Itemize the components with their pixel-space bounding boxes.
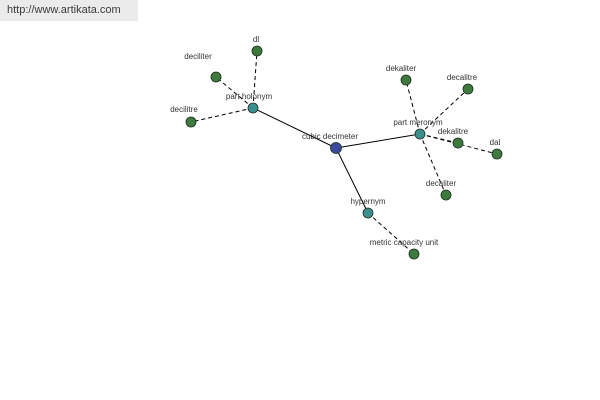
node-holonym[interactable]: part holonym	[226, 92, 273, 114]
node-metric-dot[interactable]	[408, 248, 420, 260]
source-url: http://www.artikata.com	[7, 4, 121, 16]
node-decilitre-label: decilitre	[170, 105, 198, 114]
graph-nodes: cubic decimeter part holonym part meronym h…	[170, 35, 503, 260]
node-decaliter[interactable]: decaliter	[426, 179, 457, 201]
node-center-label: cubic decimeter	[302, 132, 358, 141]
node-dekalitre-dot[interactable]	[452, 137, 464, 149]
node-holonym-dot[interactable]	[247, 102, 259, 114]
node-dal[interactable]: dal	[490, 138, 503, 160]
node-decalitre-dot[interactable]	[462, 83, 474, 95]
node-meronym[interactable]: part meronym	[393, 118, 443, 140]
edge-meronym-dekaliter	[405, 79, 421, 135]
node-dekalitre[interactable]: dekalitre	[438, 127, 469, 149]
node-decalitre[interactable]: decalitre	[447, 73, 478, 95]
graph-edges	[190, 50, 498, 255]
node-center[interactable]: cubic decimeter	[302, 132, 358, 154]
node-meronym-label: part meronym	[393, 118, 443, 127]
node-hypernym[interactable]: hypernym	[350, 197, 386, 219]
node-decilitre[interactable]: decilitre	[170, 105, 198, 128]
edge-center-holonym	[252, 107, 337, 149]
node-dekalitre-label: dekalitre	[438, 127, 469, 136]
node-deciliter-label: deciliter	[184, 52, 212, 61]
edge-holonym-dl	[252, 50, 258, 109]
node-dl[interactable]: dl	[251, 35, 263, 57]
node-deciliter-dot[interactable]	[210, 71, 222, 83]
edge-center-hypernym	[335, 147, 369, 214]
edge-meronym-decalitre	[419, 88, 469, 135]
edge-holonym-deciliter	[215, 76, 254, 109]
node-decalitre-label: decalitre	[447, 73, 478, 82]
node-decaliter-label: decaliter	[426, 179, 457, 188]
node-dl-label: dl	[253, 35, 259, 44]
node-center-dot[interactable]	[330, 142, 342, 154]
node-holonym-label: part holonym	[226, 92, 273, 101]
node-dl-dot[interactable]	[251, 45, 263, 57]
node-dekaliter[interactable]: dekaliter	[386, 64, 417, 86]
edge-center-meronym	[335, 133, 421, 149]
edge-meronym-dal	[419, 133, 498, 155]
node-deciliter[interactable]: deciliter	[184, 52, 222, 83]
node-metric[interactable]: metric capacity unit	[370, 238, 439, 260]
edge-hypernym-metric	[367, 212, 415, 255]
node-decaliter-dot[interactable]	[440, 189, 452, 201]
node-hypernym-dot[interactable]	[362, 207, 374, 219]
source-url-banner: http://www.artikata.com	[0, 0, 138, 21]
node-dekaliter-label: dekaliter	[386, 64, 417, 73]
node-decilitre-dot[interactable]	[185, 116, 197, 128]
node-dal-label: dal	[490, 138, 501, 147]
node-dal-dot[interactable]	[491, 148, 503, 160]
node-dekaliter-dot[interactable]	[400, 74, 412, 86]
node-meronym-dot[interactable]	[414, 128, 426, 140]
node-hypernym-label: hypernym	[350, 197, 385, 206]
edge-holonym-decilitre	[190, 107, 254, 123]
node-metric-label: metric capacity unit	[370, 238, 439, 247]
